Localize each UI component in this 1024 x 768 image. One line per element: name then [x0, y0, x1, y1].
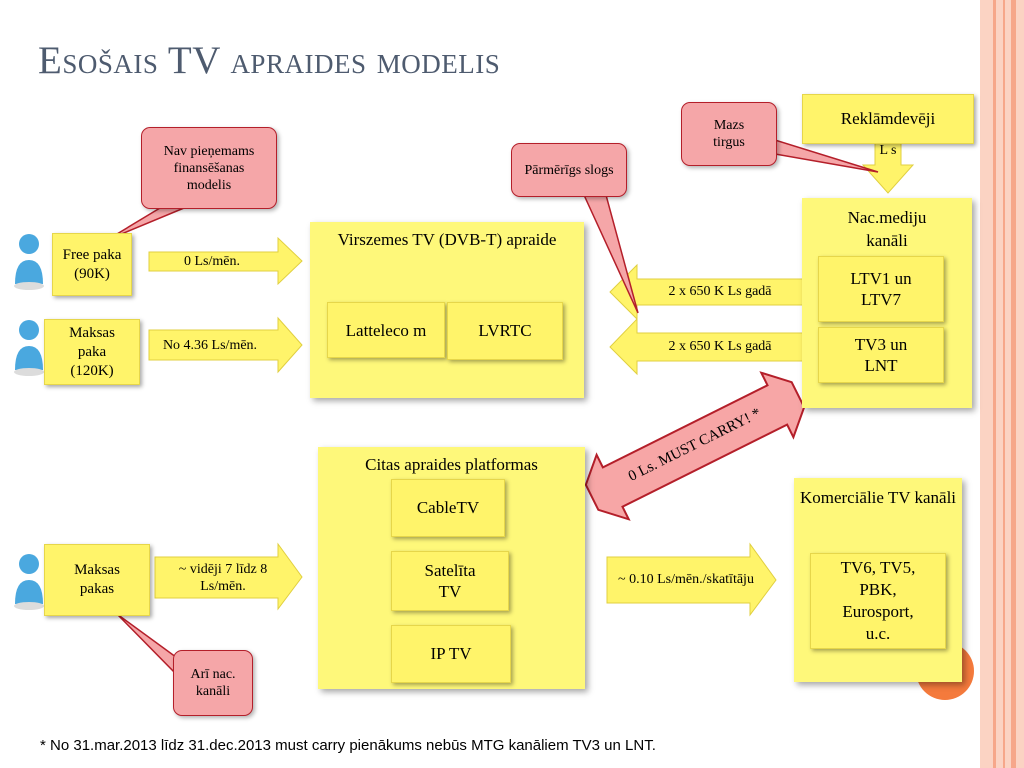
callout-tail-ari [116, 613, 181, 680]
satellite-tv-box: Satelīta TV [391, 551, 509, 611]
free-package-box: Free paka (90K) [52, 233, 132, 296]
lattelecom-box: Latteleco m [327, 302, 445, 358]
payment-ltv-label: 2 x 650 K Ls gadā [668, 284, 772, 299]
cabletv-box: CableTV [391, 479, 505, 537]
dvbt-panel-title: Virszemes TV (DVB-T) apraide [337, 230, 557, 249]
advertisers-box: Reklāmdevēji [802, 94, 974, 144]
user-icon [14, 320, 44, 376]
decor-stripe [993, 0, 996, 768]
note-small-market: Mazs tirgus [681, 102, 777, 166]
ltv-box: LTV1 un LTV7 [818, 256, 944, 322]
decor-stripe [1003, 0, 1005, 768]
lvrtc-box: LVRTC [447, 302, 563, 360]
commercial-channels-box: TV6, TV5, PBK, Eurosport, u.c. [810, 553, 946, 649]
payment-tv3-label: 2 x 650 K Ls gadā [668, 339, 772, 354]
price-other-label: ~ vidēji 7 līdz 8 Ls/mēn. [178, 562, 268, 594]
price-free-label: 0 Ls/mēn. [184, 253, 240, 269]
ads-arrow [861, 141, 915, 194]
paid-package-box: Maksas paka (120K) [44, 319, 140, 385]
decor-stripe [1011, 0, 1016, 768]
price-commercial-label: ~ 0.10 Ls/mēn./skatītāju [618, 572, 754, 587]
user-icon [14, 234, 44, 290]
national-media-title: Nac.mediju kanāli [847, 208, 927, 250]
note-not-acceptable: Nav pieņemams finansēšanas modelis [141, 127, 277, 209]
price-arrow-commercial [606, 542, 777, 617]
callout-tail-parmerigs [582, 194, 639, 314]
commercial-panel-title: Komerciālie TV kanāli [799, 488, 957, 507]
payment-arrow-tv3 [609, 317, 809, 376]
page-title: Esošais TV apraides modelis [38, 39, 501, 82]
price-arrow-other [154, 542, 303, 611]
other-platforms-title: Citas apraides platformas [365, 455, 538, 474]
payment-arrow-ltv [609, 263, 809, 321]
user-icon [14, 554, 44, 610]
price-paid-label: No 4.36 Ls/mēn. [162, 337, 258, 353]
note-excessive-burden: Pārmērīgs slogs [511, 143, 627, 197]
note-also-national: Arī nac. kanāli [173, 650, 253, 716]
tv3-lnt-box: TV3 un LNT [818, 327, 944, 383]
decor-stripe [980, 0, 1024, 768]
price-arrow-free [148, 236, 303, 286]
callout-tail-mazs [774, 138, 879, 173]
iptv-box: IP TV [391, 625, 511, 683]
footnote: * No 31.mar.2013 līdz 31.dec.2013 must c… [40, 737, 656, 754]
price-arrow-maksas [148, 316, 303, 374]
paid-packages-box: Maksas pakas [44, 544, 150, 616]
ads-arrow-label: L s [879, 143, 897, 158]
